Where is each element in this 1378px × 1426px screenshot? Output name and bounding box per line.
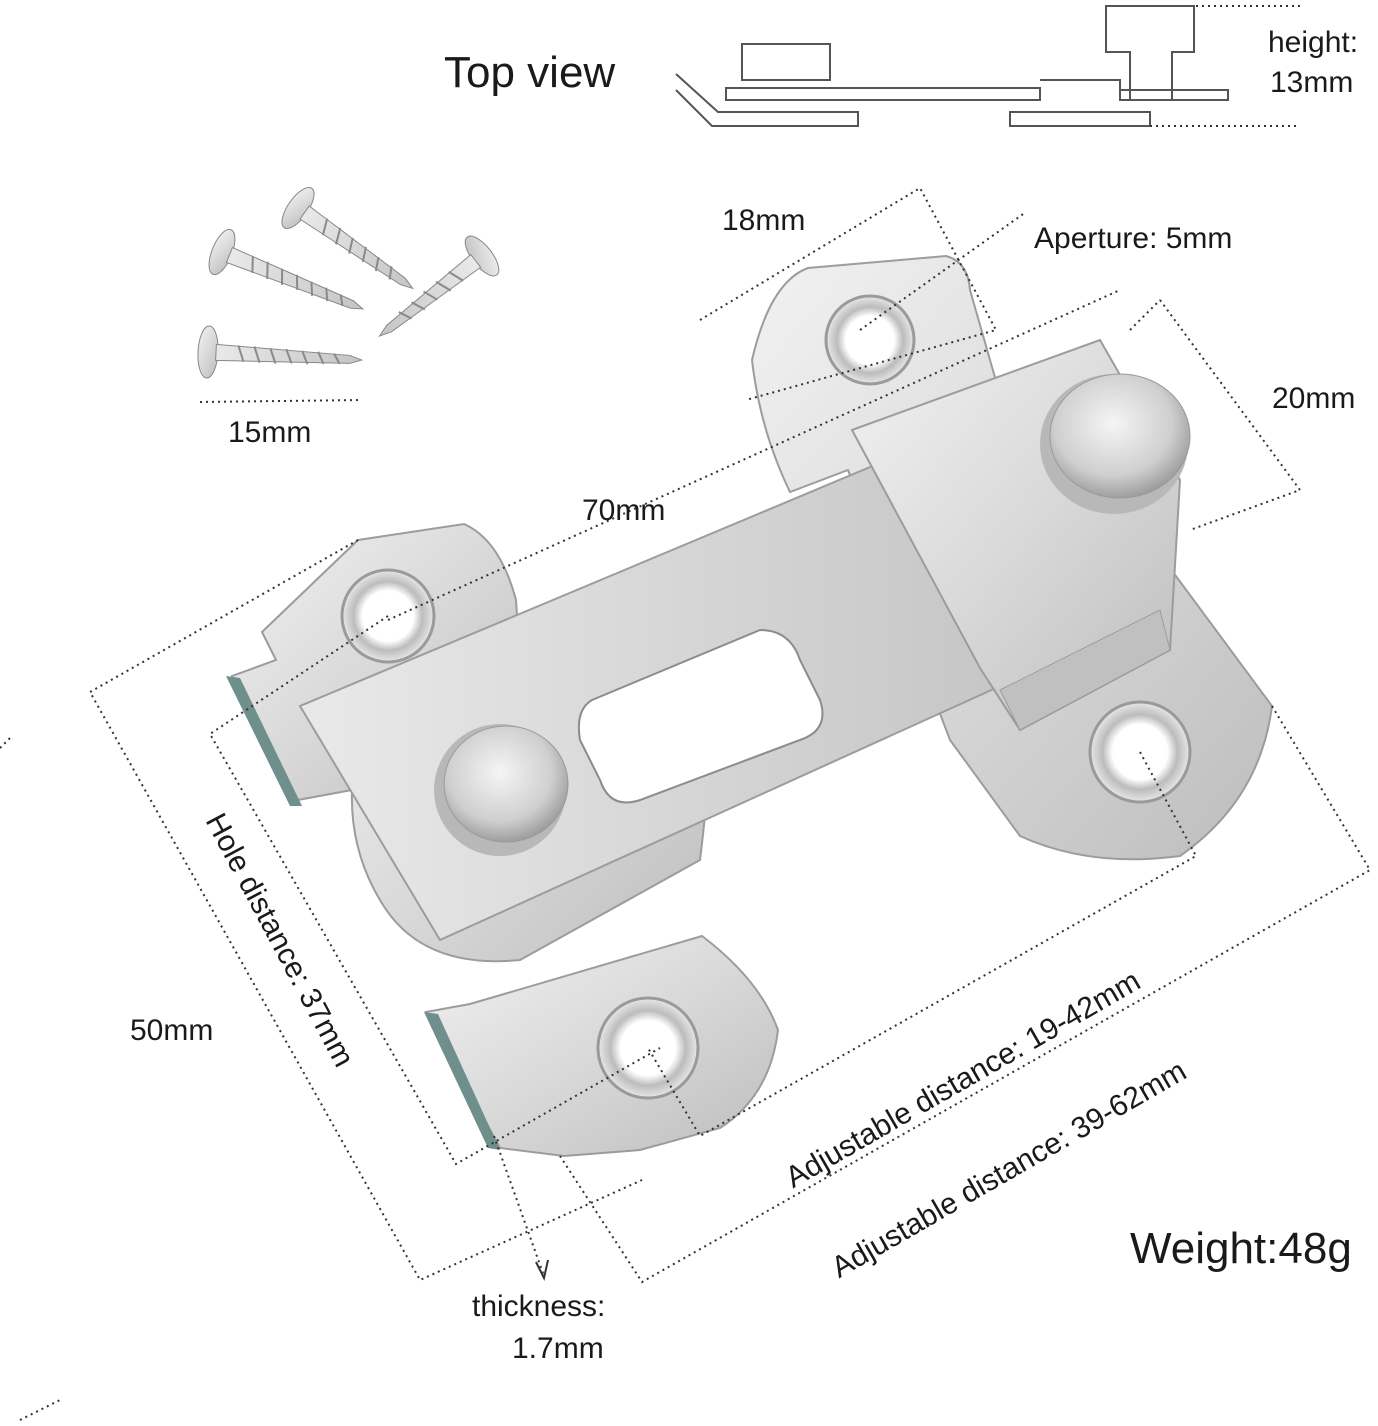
screw-length-line: [199, 399, 363, 403]
screw-hole: [824, 294, 916, 386]
screw-icon: [281, 187, 414, 290]
knob-icon: [434, 724, 569, 856]
screw-icon: [197, 325, 364, 379]
thickness-label: thickness:: [472, 1290, 606, 1323]
latch-body: [226, 254, 1274, 1158]
base-plate-lower-edge: [424, 1012, 500, 1150]
height-dotted-lines: [1150, 5, 1300, 127]
height-label: height:: [1268, 26, 1359, 59]
weight-label: Weight:48g: [1130, 1224, 1352, 1273]
length-70-label: 70mm: [582, 494, 666, 527]
screw-hole: [596, 996, 700, 1100]
top-view-title: Top view: [444, 48, 616, 97]
base-plate-edge: [226, 676, 302, 806]
screw-icon: [378, 235, 500, 338]
dimension-lines: [0, 186, 1372, 1421]
height-50-label: 50mm: [130, 1014, 214, 1047]
aperture-label: Aperture: 5mm: [1034, 222, 1233, 255]
screws: [197, 187, 500, 379]
width-20-label: 20mm: [1272, 382, 1356, 415]
knob-icon: [1040, 373, 1191, 514]
top-view-profile: [675, 5, 1229, 127]
height-value: 13mm: [1270, 66, 1354, 99]
screw-length-label: 15mm: [228, 416, 312, 449]
screw-icon: [208, 228, 365, 310]
bolt-slot: [577, 628, 824, 804]
thickness-arrow-head: [535, 1259, 549, 1281]
thickness-value: 1.7mm: [512, 1332, 604, 1365]
width-18-label: 18mm: [722, 204, 806, 237]
